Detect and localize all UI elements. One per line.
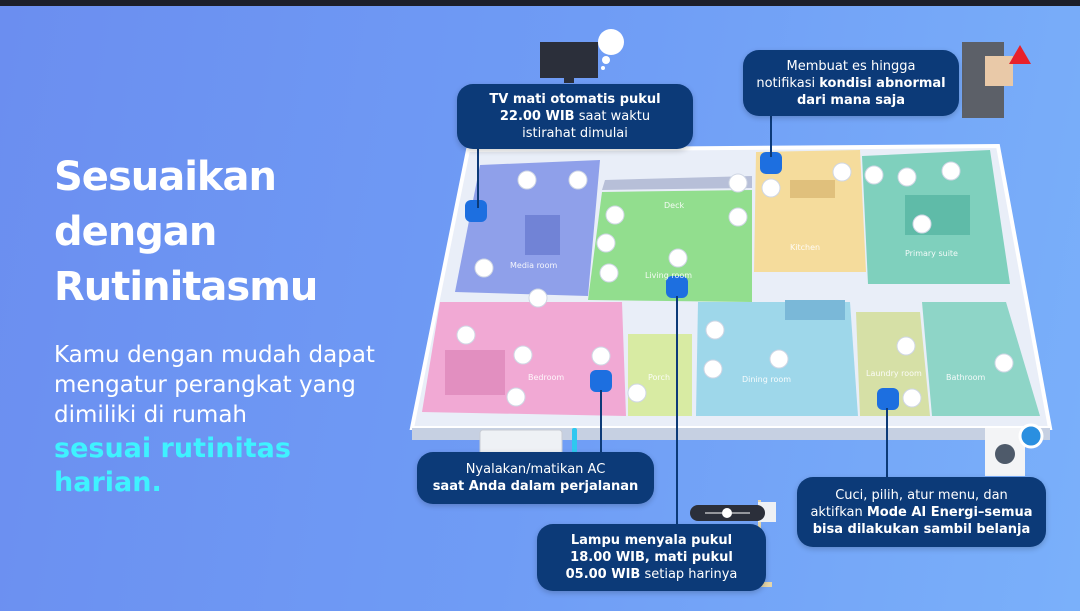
callout-tv: TV mati otomatis pukul 22.00 WIB saat wa… — [457, 84, 693, 149]
room-label-laundry: Laundry room — [866, 369, 922, 378]
lamp-connector — [676, 296, 678, 524]
sleep-icon — [598, 29, 624, 70]
room-label-bedroom: Bedroom — [528, 373, 564, 382]
hub-icons — [465, 152, 899, 410]
top-bar — [0, 0, 1080, 6]
room-label-porch: Porch — [648, 373, 670, 382]
fridge-connector — [770, 115, 772, 157]
room-label-bathroom: Bathroom — [946, 373, 986, 382]
room-deck — [602, 176, 752, 190]
device-pins — [456, 161, 1014, 408]
description-text: Kamu dengan mudah dapat mengatur perangk… — [54, 342, 375, 428]
room-label-dining: Dining room — [742, 375, 791, 384]
washer-icon — [985, 428, 1025, 476]
tv-icon — [540, 42, 598, 83]
description: Kamu dengan mudah dapat mengatur perangk… — [54, 340, 384, 500]
callout-ac: Nyalakan/matikan AC saat Anda dalam perj… — [417, 452, 654, 504]
description-highlight: sesuai rutinitas harian. — [54, 433, 291, 498]
callout-laundry: Cuci, pilih, atur menu, dan aktifkan Mod… — [797, 477, 1046, 547]
page-title: Sesuaikan dengan Rutinitasmu — [54, 154, 318, 310]
tv-connector — [477, 148, 479, 208]
room-bathroom — [922, 302, 1040, 416]
gear-icon — [1018, 423, 1044, 449]
callout-fridge: Membuat es hingga notifikasi kondisi abn… — [743, 50, 959, 116]
callout-lamp: Lampu menyala pukul 18.00 WIB, mati puku… — [537, 524, 766, 591]
alert-icon — [1009, 45, 1031, 64]
room-label-media: Media room — [510, 261, 557, 270]
room-label-primary: Primary suite — [905, 249, 958, 258]
room-label-living: Living room — [645, 271, 692, 280]
ac-connector — [600, 390, 602, 452]
room-living — [588, 190, 752, 302]
room-label-kitchen: Kitchen — [790, 243, 820, 252]
fridge-icon — [962, 42, 1013, 118]
laundry-connector — [886, 408, 888, 478]
brightness-slider — [690, 505, 765, 521]
room-label-deck: Deck — [664, 201, 684, 210]
